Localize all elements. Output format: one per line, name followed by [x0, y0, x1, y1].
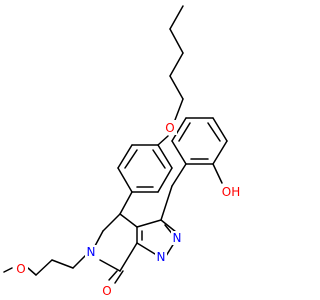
pyrazole-nh-nitrogen-label: N: [173, 231, 182, 245]
alkoxyphenyl-ring: [117, 144, 173, 215]
methoxypropyl-chain: [3, 253, 88, 276]
pyrrolopyrazolone-core: [94, 213, 177, 284]
carbonyl-oxygen-label: O: [102, 284, 111, 298]
lactam-nitrogen-label: N: [87, 245, 96, 259]
pyrazole-nitrogen-label: N: [157, 250, 166, 264]
phenol-hydroxyl-label: OH: [222, 185, 240, 199]
methoxy-oxygen-label: O: [16, 262, 25, 276]
molecule-structure-diagram: O OH N N N O O: [3, 5, 242, 298]
atom-labels: O OH N N N O O: [14, 120, 242, 298]
pentyloxy-chain: [157, 5, 184, 146]
hydroxyphenyl-ring: [160, 117, 228, 221]
ether-oxygen-label: O: [165, 121, 174, 135]
